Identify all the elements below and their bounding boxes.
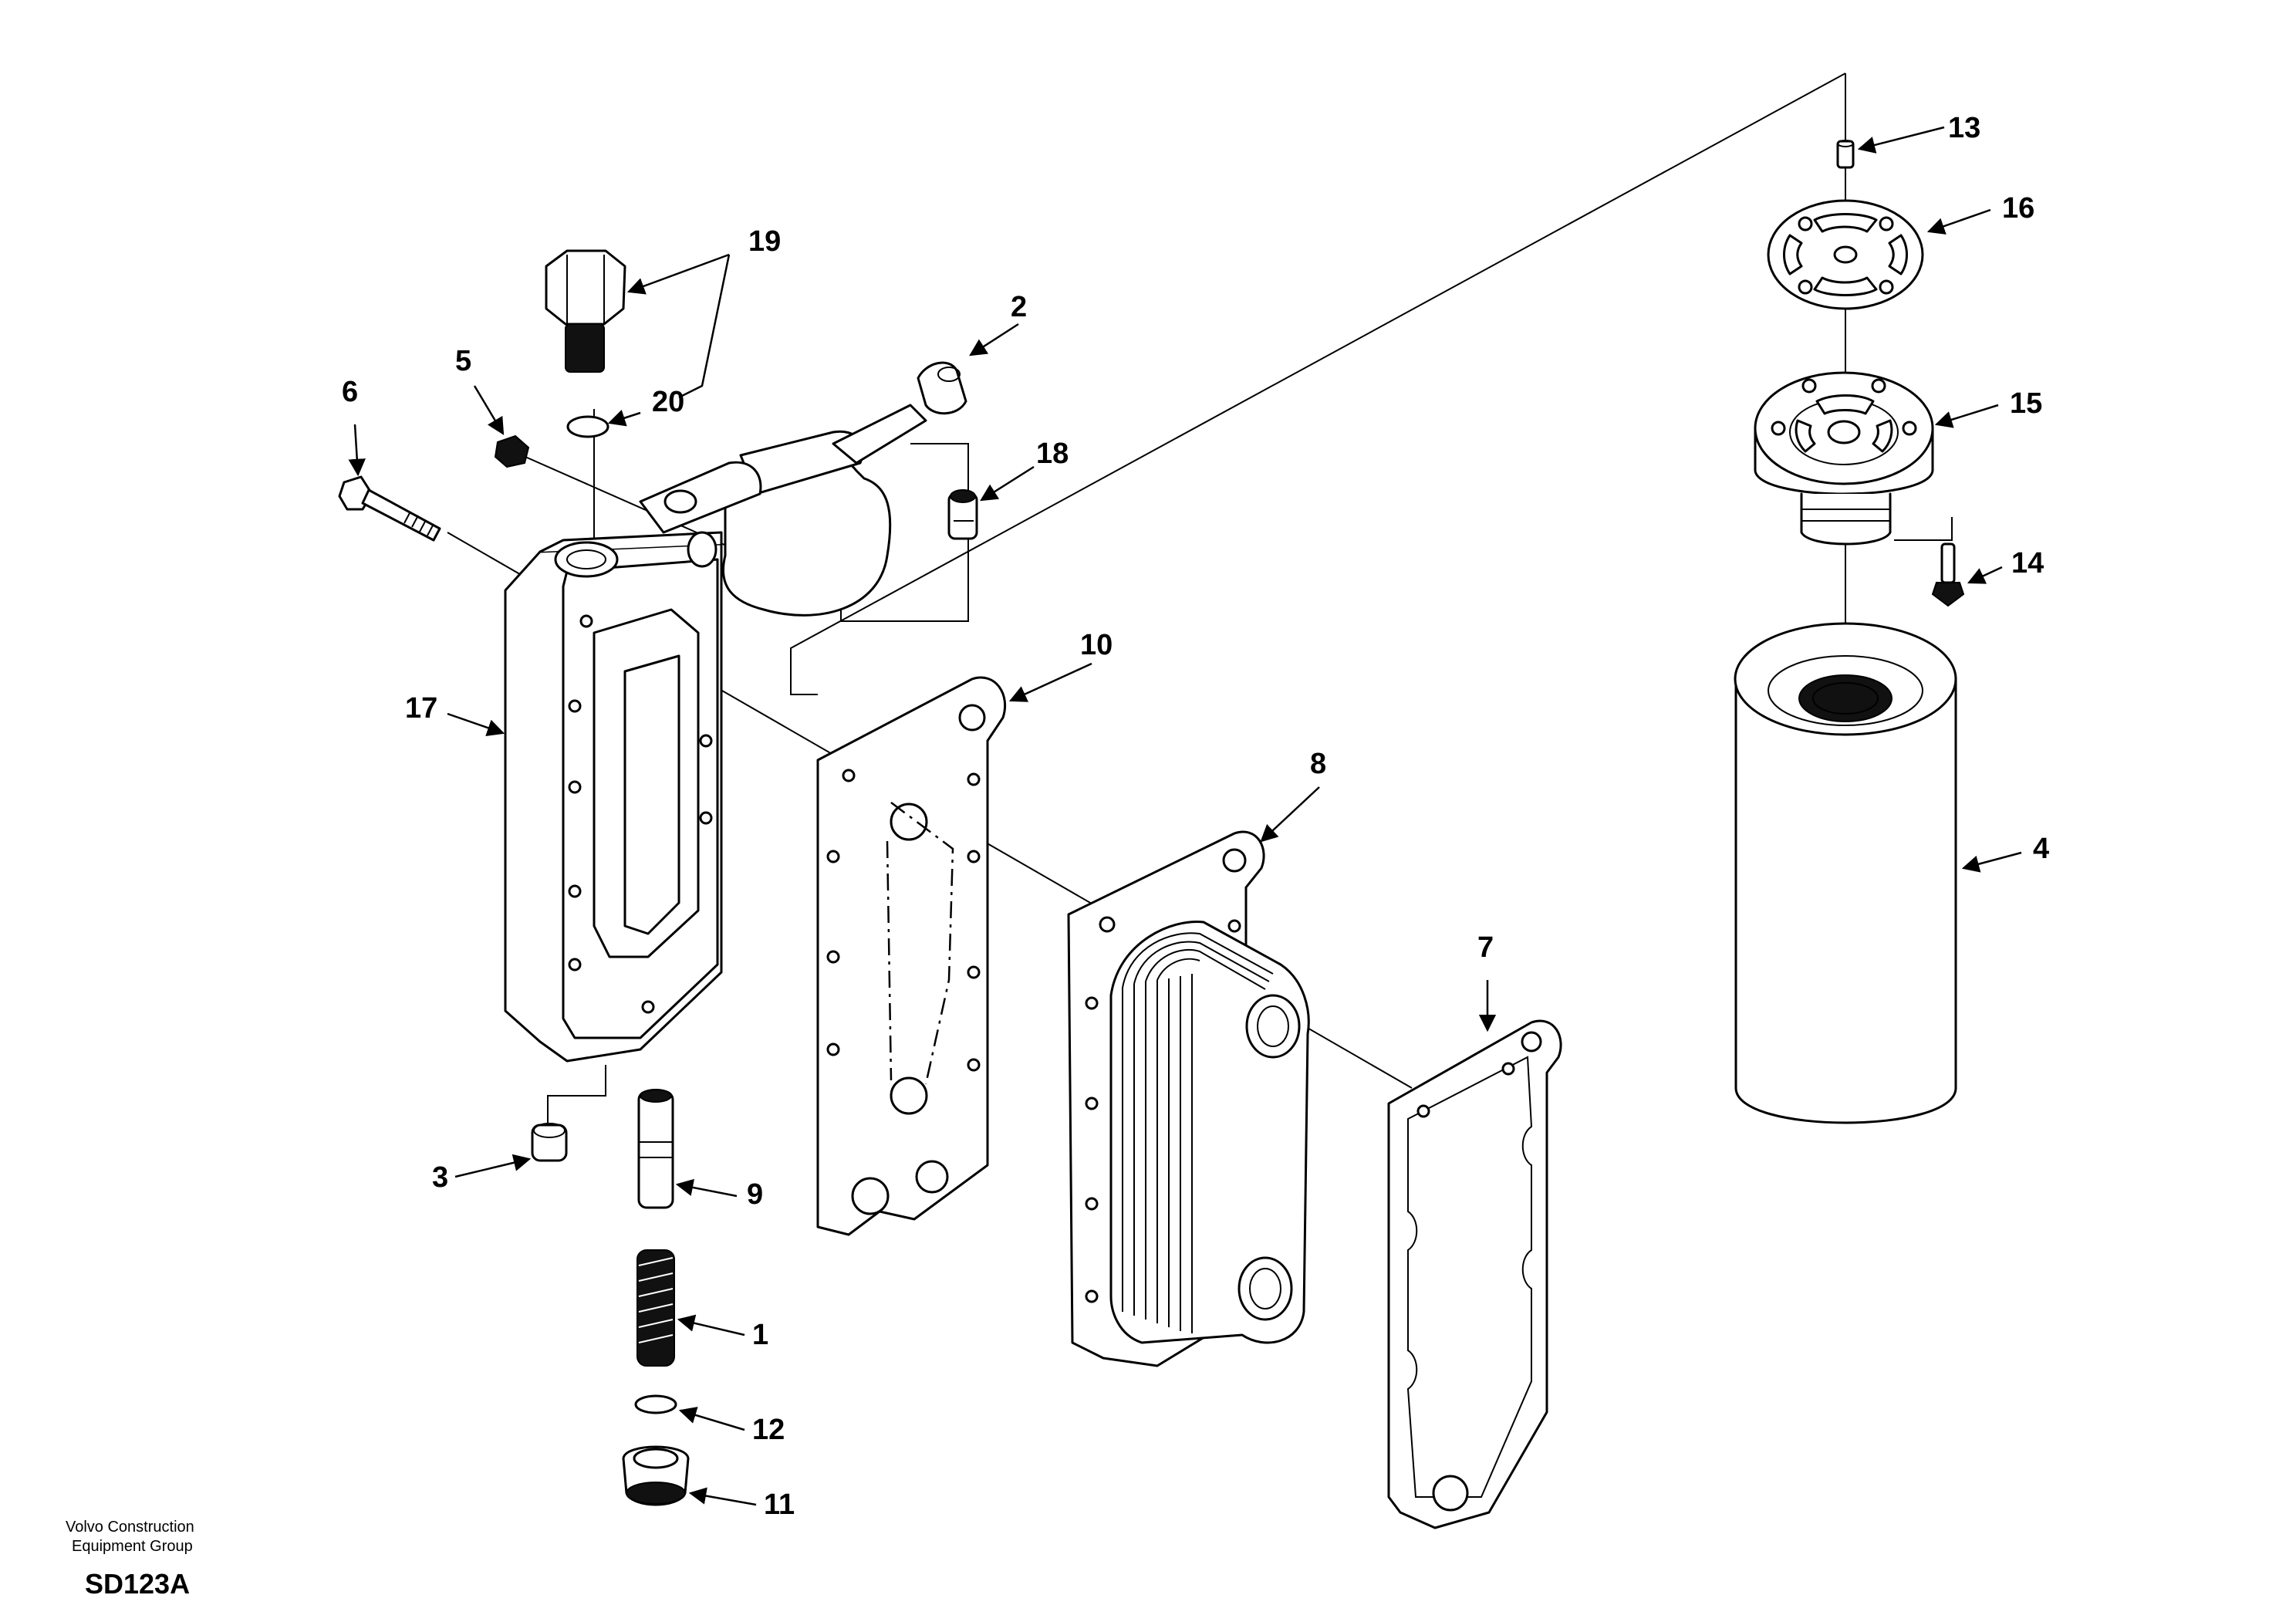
part-17-cooler-housing: [504, 531, 723, 1063]
part-8-oil-cooler: [1067, 830, 1310, 1367]
callout-1: 1: [752, 1319, 768, 1351]
part-4-filter-cartridge: [1734, 622, 1957, 1124]
part-18-plug: [947, 489, 978, 540]
part-14-screw: [1931, 542, 1965, 607]
callout-16: 16: [2002, 192, 2034, 225]
part-16-valve-plate: [1767, 199, 1924, 310]
callout-7: 7: [1477, 931, 1494, 964]
callout-13: 13: [1948, 112, 1980, 144]
callout-4: 4: [2033, 833, 2049, 865]
part-2-plug: [917, 361, 967, 415]
callout-20: 20: [652, 386, 684, 418]
callout-15: 15: [2010, 387, 2042, 420]
callout-3: 3: [432, 1161, 448, 1194]
part-6-bolt: [338, 475, 441, 542]
callout-11: 11: [764, 1489, 795, 1521]
callout-17: 17: [405, 692, 437, 725]
part-7-gasket: [1387, 1019, 1562, 1529]
callout-labels: 19 20 2 5 6 18 17 10 8 7 3 9 1 12 11 13 …: [342, 112, 2049, 1521]
callout-8: 8: [1310, 748, 1326, 780]
filter-head-casting: [639, 404, 927, 617]
part-1-spring: [636, 1249, 675, 1367]
callout-6: 6: [342, 376, 358, 408]
callout-2: 2: [1011, 291, 1027, 323]
company-name-line2: Equipment Group: [72, 1538, 193, 1555]
footer-block: Volvo Construction Equipment Group SD123…: [66, 1519, 194, 1600]
callout-18: 18: [1036, 438, 1069, 470]
callout-14: 14: [2011, 547, 2044, 580]
part-13-pin: [1836, 140, 1855, 169]
leader-lines: [348, 126, 2022, 1506]
part-10-gasket: [816, 676, 1007, 1236]
part-5-plug: [494, 434, 530, 468]
callout-19: 19: [748, 225, 781, 258]
part-11-plug: [622, 1445, 690, 1506]
callout-12: 12: [752, 1414, 785, 1446]
company-name-line1: Volvo Construction: [66, 1519, 194, 1536]
part-12-o-ring: [634, 1394, 677, 1414]
part-19-hex-bolt: [545, 249, 626, 373]
callout-5: 5: [455, 345, 471, 377]
part-15-filter-adapter: [1754, 371, 1934, 546]
callout-10: 10: [1080, 629, 1113, 661]
part-20-washer: [566, 415, 609, 438]
callout-9: 9: [747, 1178, 763, 1211]
drawing-code: SD123A: [85, 1568, 190, 1600]
part-3-plug: [531, 1123, 568, 1162]
part-9-valve: [637, 1089, 674, 1209]
